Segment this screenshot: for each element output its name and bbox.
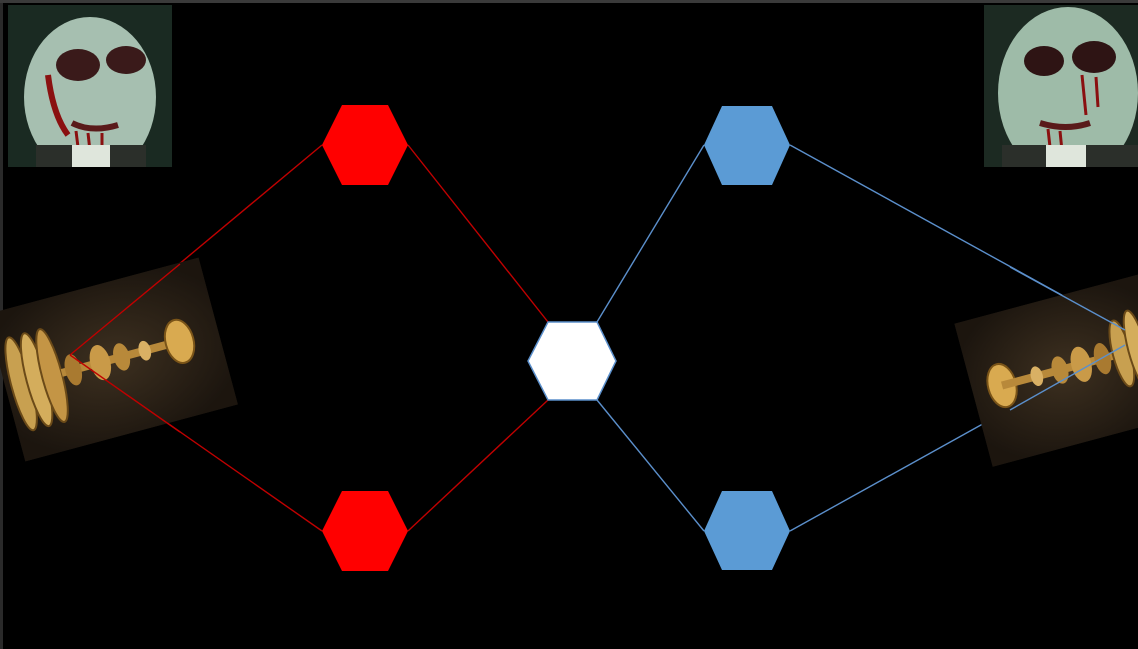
zombie-face-icon [984,5,1138,167]
hex-node-red-top[interactable] [322,105,408,185]
hex-node-center[interactable] [528,322,616,400]
hex-node-blue-top[interactable] [704,106,790,185]
zombie-face-icon [8,5,172,167]
right-player-portrait [984,5,1138,167]
hex-node-red-bottom[interactable] [322,491,408,571]
hex-node-blue-bottom[interactable] [704,491,790,570]
left-player-portrait [8,5,172,167]
